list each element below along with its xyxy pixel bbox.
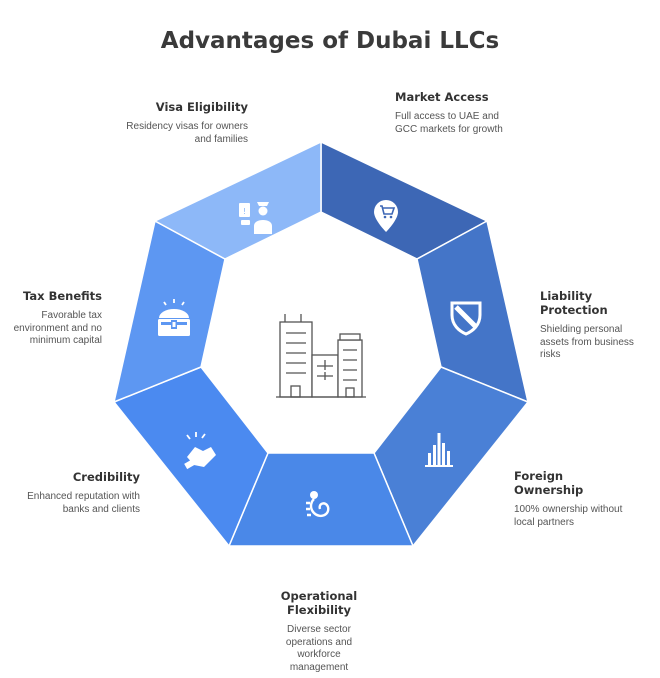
svg-text:!: ! — [243, 207, 246, 216]
label-operational-flexibility: Operational Flexibility Diverse sector o… — [280, 589, 358, 673]
label-foreign-ownership: Foreign Ownership 100% ownership without… — [514, 469, 623, 528]
skyline-icon — [425, 433, 453, 467]
page-title: Advantages of Dubai LLCs — [160, 28, 500, 54]
label-credibility: Credibility Enhanced reputation with ban… — [27, 470, 140, 515]
label-tax-benefits: Tax Benefits Favorable tax environment a… — [13, 289, 102, 346]
shield-icon — [450, 301, 482, 336]
treasure-chest-icon — [158, 299, 190, 336]
shopping-cart-pin-icon — [374, 200, 398, 232]
label-market-access: Market Access Full access to UAE and GCC… — [395, 90, 503, 135]
handshake-icon — [184, 432, 216, 470]
officer-passport-icon: ! — [239, 202, 272, 234]
chameleon-icon — [306, 491, 330, 518]
office-buildings-icon — [276, 314, 366, 398]
label-liability-protection: Liability Protection Shielding personal … — [540, 289, 634, 360]
label-visa-eligibility: Visa Eligibility Residency visas for own… — [126, 100, 248, 145]
segment-visa-eligibility — [154, 141, 322, 260]
